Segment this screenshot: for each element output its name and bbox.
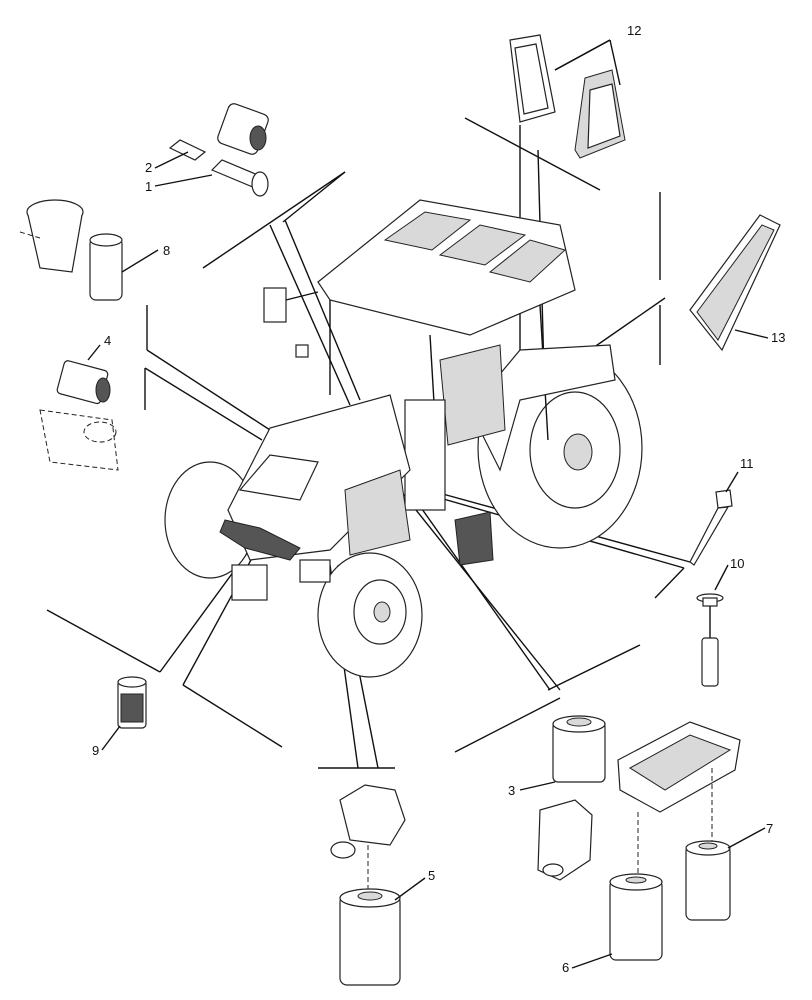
part-12-cab-filters xyxy=(509,34,626,159)
tractor-hood xyxy=(227,394,411,561)
part-1-2-air-filter xyxy=(154,103,269,197)
part-3-oil-filter xyxy=(519,715,606,881)
callout-3: 3 xyxy=(508,783,515,798)
part-8-fuel-filter xyxy=(19,199,159,301)
part-4-hydraulic-filter xyxy=(39,344,119,471)
callout-6: 6 xyxy=(562,960,569,975)
callout-2: 2 xyxy=(145,160,152,175)
callout-10: 10 xyxy=(730,556,744,571)
callout-12: 12 xyxy=(627,23,641,38)
section-lines xyxy=(46,39,691,769)
part-9-small-filter xyxy=(101,676,147,751)
callout-5: 5 xyxy=(428,868,435,883)
callout-13: 13 xyxy=(771,330,785,345)
callout-7: 7 xyxy=(766,821,773,836)
part-11-dipstick xyxy=(689,471,739,566)
part-5-filter xyxy=(330,784,426,986)
tractor-illustration xyxy=(164,199,643,678)
callout-4: 4 xyxy=(104,333,111,348)
part-6-7-filters xyxy=(571,721,766,969)
part-10-breather xyxy=(696,564,729,687)
callouts: 12 2 1 8 13 4 11 10 9 3 7 5 6 xyxy=(92,23,785,975)
callout-9: 9 xyxy=(92,743,99,758)
callout-11: 11 xyxy=(740,456,754,471)
callout-1: 1 xyxy=(145,179,152,194)
callout-8: 8 xyxy=(163,243,170,258)
part-13-panel-filter xyxy=(689,214,781,352)
